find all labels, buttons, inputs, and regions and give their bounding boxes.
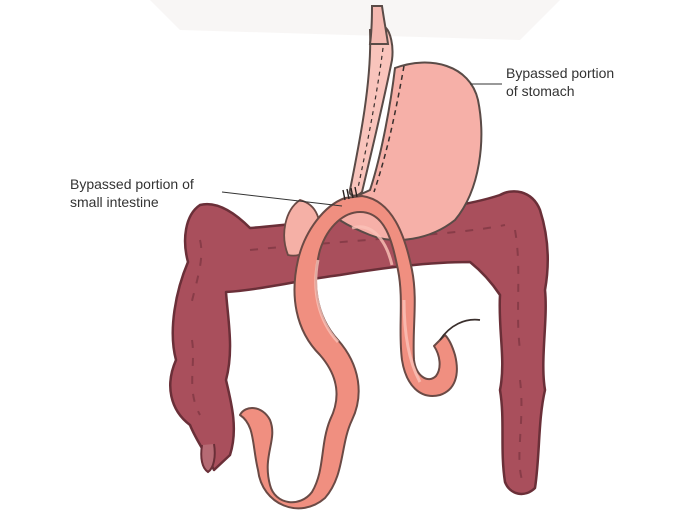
staple-line-pouch bbox=[357, 39, 385, 189]
small-intestine-label: Bypassed portion of small intestine bbox=[70, 175, 194, 211]
anastomosis-sutures bbox=[342, 186, 358, 201]
esophagus bbox=[368, 5, 390, 45]
small-intestine-label-line2: small intestine bbox=[70, 194, 159, 210]
stomach-label-line1: Bypassed portion bbox=[506, 65, 615, 81]
small-intestine-label-line1: Bypassed portion of bbox=[70, 176, 194, 192]
colon bbox=[169, 190, 549, 496]
staple-line bbox=[373, 65, 405, 193]
small-intestine bbox=[239, 186, 481, 510]
jejunum-highlight bbox=[314, 225, 422, 383]
stomach-pouch bbox=[348, 26, 394, 197]
intestine-leader-line bbox=[221, 191, 343, 207]
colon-haustra-texture bbox=[189, 224, 523, 481]
colon-body bbox=[169, 190, 549, 496]
stomach-label: Bypassed portion of stomach bbox=[506, 64, 614, 100]
stomach-label-line2: of stomach bbox=[506, 83, 575, 99]
appendix bbox=[200, 443, 216, 474]
efferent-limb-tail bbox=[439, 318, 481, 341]
stomach bbox=[283, 5, 483, 257]
background-wash bbox=[150, 0, 560, 40]
